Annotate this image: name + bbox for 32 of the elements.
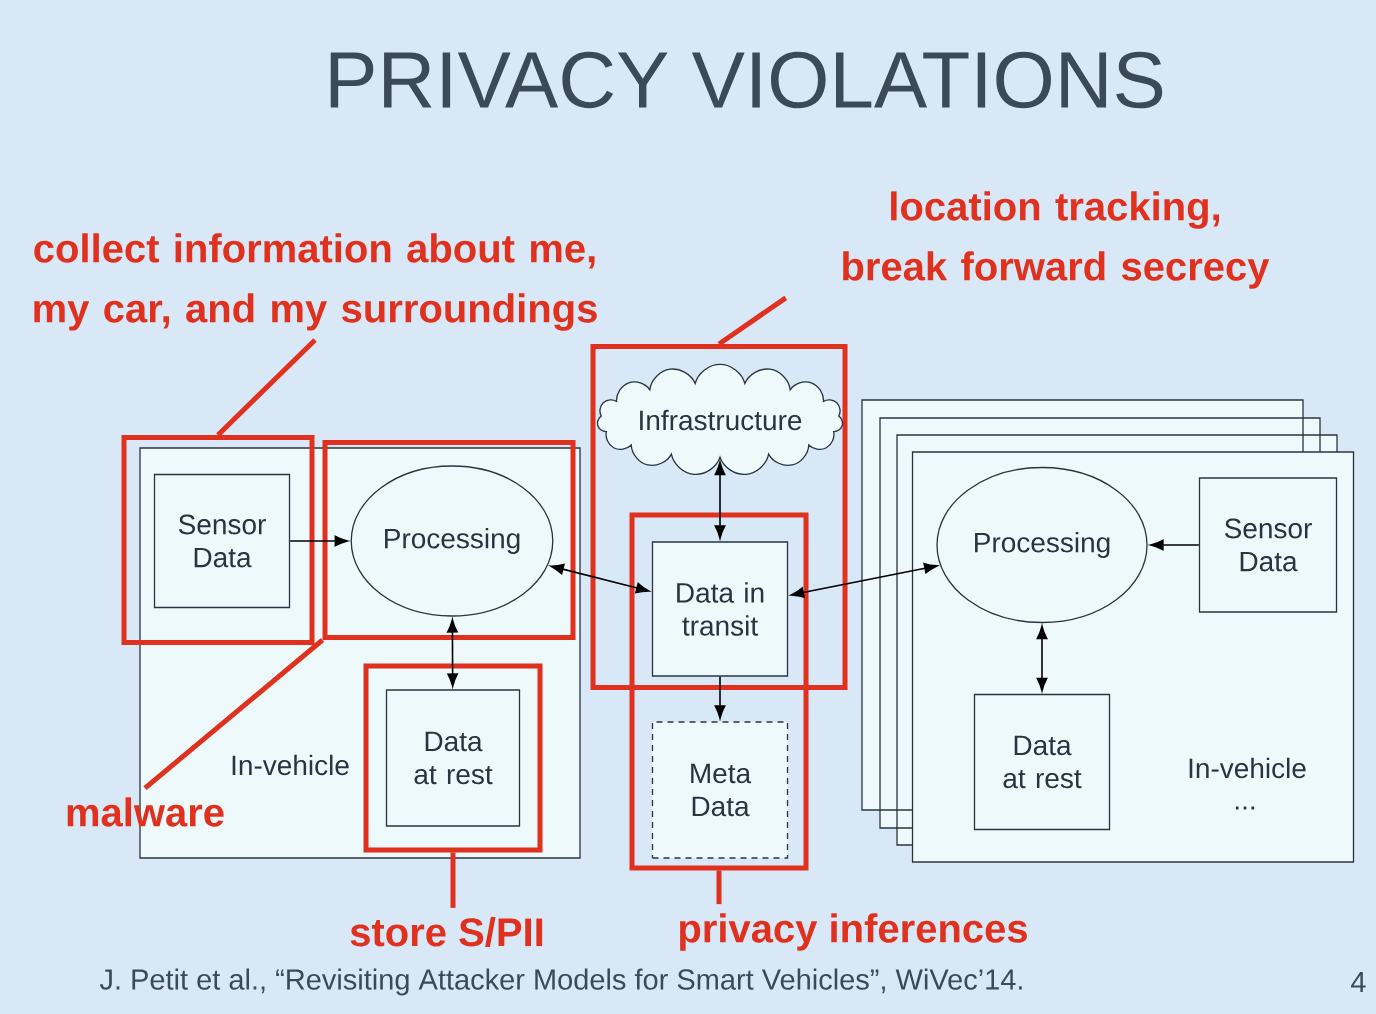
arrow <box>1036 625 1048 692</box>
citation: J. Petit et al., “Revisiting Attacker Models for Smart Vehicles”, WiVec’14. <box>99 968 1022 996</box>
arrow <box>550 563 650 594</box>
highlight-box <box>322 440 576 640</box>
infrastructure-cloud: Infrastructure <box>596 363 844 475</box>
data-box: Data at rest <box>385 689 521 827</box>
data-box: Data at rest <box>973 693 1111 831</box>
metadata-box: Meta Data <box>651 721 789 859</box>
callout-text: privacy inferences <box>680 913 1027 951</box>
arrow <box>447 619 459 687</box>
arrow <box>790 562 938 598</box>
callout-text: store S/PII <box>350 917 543 947</box>
arrow <box>1150 539 1200 551</box>
leader-line <box>716 870 722 905</box>
sensor-data-box: Sensor Data <box>1198 477 1338 613</box>
highlight-box <box>121 435 315 645</box>
leader-line <box>717 295 788 347</box>
leader-line <box>143 638 325 791</box>
arrow <box>289 535 349 547</box>
callout-text: collect information about me, my car, and my surroundings <box>34 233 597 331</box>
leader-line <box>450 852 456 908</box>
highlight-box <box>590 344 848 690</box>
leader-line <box>216 338 317 437</box>
highlight-box <box>363 663 543 853</box>
sensor-data-box: Sensor Data <box>153 473 291 609</box>
title: PRIVACY VIOLATIONS <box>330 51 1163 109</box>
highlight-box <box>629 512 809 871</box>
callout-text: location tracking, break forward secrecy <box>843 191 1270 289</box>
arrow <box>714 675 726 719</box>
page-number: 4 <box>1351 972 1366 992</box>
arrow <box>714 461 726 539</box>
data-box: Data in transit <box>651 541 789 677</box>
